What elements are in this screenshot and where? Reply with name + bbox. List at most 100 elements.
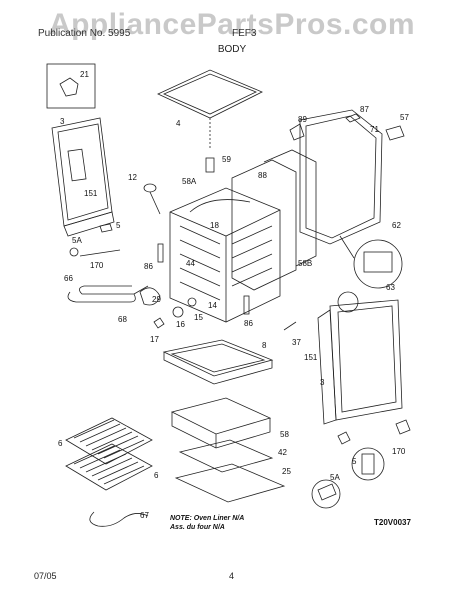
hinge-small xyxy=(337,431,351,445)
part-21-clip xyxy=(59,77,79,97)
callout: 44 xyxy=(186,259,195,268)
callout: 14 xyxy=(208,301,217,310)
callout: 6 xyxy=(58,439,63,448)
inset-circle-62 xyxy=(353,239,403,289)
callout: 67 xyxy=(140,511,149,520)
callout: 5A xyxy=(72,236,82,245)
callout: 42 xyxy=(278,448,287,457)
callout: 58B xyxy=(298,259,312,268)
part-29-switch xyxy=(139,287,161,306)
callout: 63 xyxy=(386,283,395,292)
door-panel-left-inner xyxy=(57,123,109,221)
part-59 xyxy=(205,157,215,173)
door-panel-right-inner xyxy=(337,305,397,413)
callout: 5A xyxy=(330,473,340,482)
callout: 58 xyxy=(280,430,289,439)
callout: 57 xyxy=(400,113,409,122)
diagram-code: T20V0037 xyxy=(374,518,411,527)
watermark: AppliancePartsPros.com xyxy=(48,8,416,41)
callout: 170 xyxy=(90,261,104,270)
door-panel-right xyxy=(329,299,403,421)
callout: 88 xyxy=(258,171,267,180)
part-87 xyxy=(345,113,361,123)
oven-cavity-top-edge xyxy=(169,209,281,237)
oven-rack-guides-right xyxy=(231,225,273,287)
header-publication: Publication No. 5995 xyxy=(38,28,131,39)
callout: 15 xyxy=(194,313,203,322)
rear-wrap-88 xyxy=(263,149,317,267)
callout: 3 xyxy=(320,378,325,387)
oven-rack-lower xyxy=(65,443,153,491)
part-57 xyxy=(385,125,405,141)
hinge-spring xyxy=(361,453,375,475)
back-panel xyxy=(299,109,383,245)
callout: 58A xyxy=(182,177,197,186)
callout: 3 xyxy=(60,117,65,126)
leader-62 xyxy=(339,235,355,259)
inset-circle-5A xyxy=(311,479,341,509)
part-5A xyxy=(69,247,79,257)
callout: 12 xyxy=(128,173,137,182)
bottom-insulation-edge xyxy=(171,412,271,449)
callout: 71 xyxy=(370,125,379,134)
insulation-58A xyxy=(189,199,251,213)
hinge-5A xyxy=(317,483,337,501)
part-16 xyxy=(172,306,184,318)
back-panel-inner xyxy=(305,115,377,239)
part-37-screw xyxy=(283,321,297,331)
door-window-left xyxy=(67,148,87,182)
callout: 86 xyxy=(144,262,153,271)
terminal-block xyxy=(363,251,393,273)
hinge-170 xyxy=(395,419,411,435)
callout: 87 xyxy=(360,105,369,114)
oven-bottom-edge xyxy=(163,352,273,385)
part-14 xyxy=(187,297,197,307)
inset-circle-hinge xyxy=(337,291,359,313)
top-panel-inner xyxy=(162,73,258,115)
oven-cavity xyxy=(169,187,281,323)
top-panel xyxy=(157,69,263,119)
oven-rack-upper xyxy=(65,417,153,465)
callout: 18 xyxy=(210,221,219,230)
leader-170 xyxy=(79,249,121,257)
rear-insulation xyxy=(231,159,297,291)
part-89 xyxy=(289,123,305,141)
oven-bottom-inner xyxy=(170,343,266,373)
part-86-left xyxy=(157,243,164,263)
callout: 151 xyxy=(304,353,318,362)
inset-circle-5 xyxy=(351,447,385,481)
broil-element xyxy=(89,511,149,527)
part-17 xyxy=(153,317,165,329)
callout: 5 xyxy=(116,221,121,230)
callout: 89 xyxy=(298,115,307,124)
callout: 21 xyxy=(80,70,89,79)
bake-element-lead xyxy=(133,285,149,295)
leader-12 xyxy=(149,191,161,215)
inset-box-21 xyxy=(46,63,96,109)
section-title: BODY xyxy=(217,44,247,55)
oven-rack-upper-wires xyxy=(73,419,145,459)
callout: 68 xyxy=(118,315,127,324)
part-5-hinge xyxy=(99,223,113,233)
header-model: FEF3 xyxy=(232,28,257,39)
oven-rack-lower-wires xyxy=(73,445,145,485)
footer-date: 07/05 xyxy=(34,571,57,581)
door-bottom-left xyxy=(63,211,115,237)
door-side-right xyxy=(317,309,337,425)
callout: 151 xyxy=(84,189,98,198)
callout-labels: 21 3 151 4 89 87 71 57 59 12 58A 88 18 6… xyxy=(58,70,409,520)
callout: 66 xyxy=(64,274,73,283)
callout: 37 xyxy=(292,338,301,347)
bake-element xyxy=(67,285,136,303)
bottom-insulation xyxy=(170,397,272,435)
callout: 25 xyxy=(282,467,291,476)
note-line-2: Ass. du four N/A xyxy=(169,524,225,531)
footer-page-number: 4 xyxy=(229,571,235,581)
note-line-1: NOTE: Oven Liner N/A xyxy=(170,515,244,522)
base-panel xyxy=(174,463,286,503)
callout: 6 xyxy=(154,471,159,480)
part-86-right xyxy=(243,295,250,315)
oven-rack-guides xyxy=(179,225,221,301)
